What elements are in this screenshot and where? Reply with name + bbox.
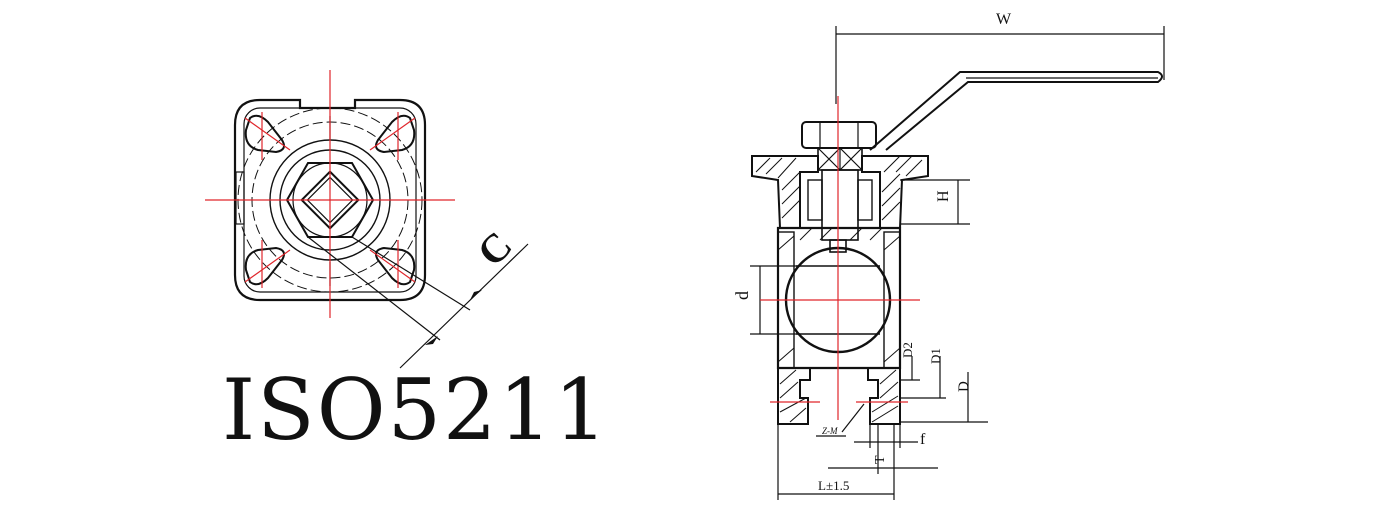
dimension-c-label: C [468,222,520,274]
thread-zm-label: Z-M [822,426,838,436]
iso-flange-top-view: C [205,70,529,369]
bolt-slot-bl [244,246,285,286]
dimension-l-label: L±1.5 [818,478,849,493]
valve-section-view: W H [732,11,1165,500]
dimension-d1-label: D1 [928,348,943,364]
dimension-d-small-label: d [732,291,752,300]
dimension-d-large-label: D [956,381,972,392]
dimension-f-label: f [920,431,926,448]
bolt-slot-br [375,246,416,286]
bolt-slot-tl [244,114,285,154]
dimension-w-label: W [996,11,1012,28]
dimension-d2-label: D2 [900,342,915,358]
iso-standard-title: ISO5211 [222,361,610,459]
dimension-t-label: T [873,455,888,464]
dimension-h-label: H [935,190,952,202]
bolt-slot-tr [375,114,416,154]
